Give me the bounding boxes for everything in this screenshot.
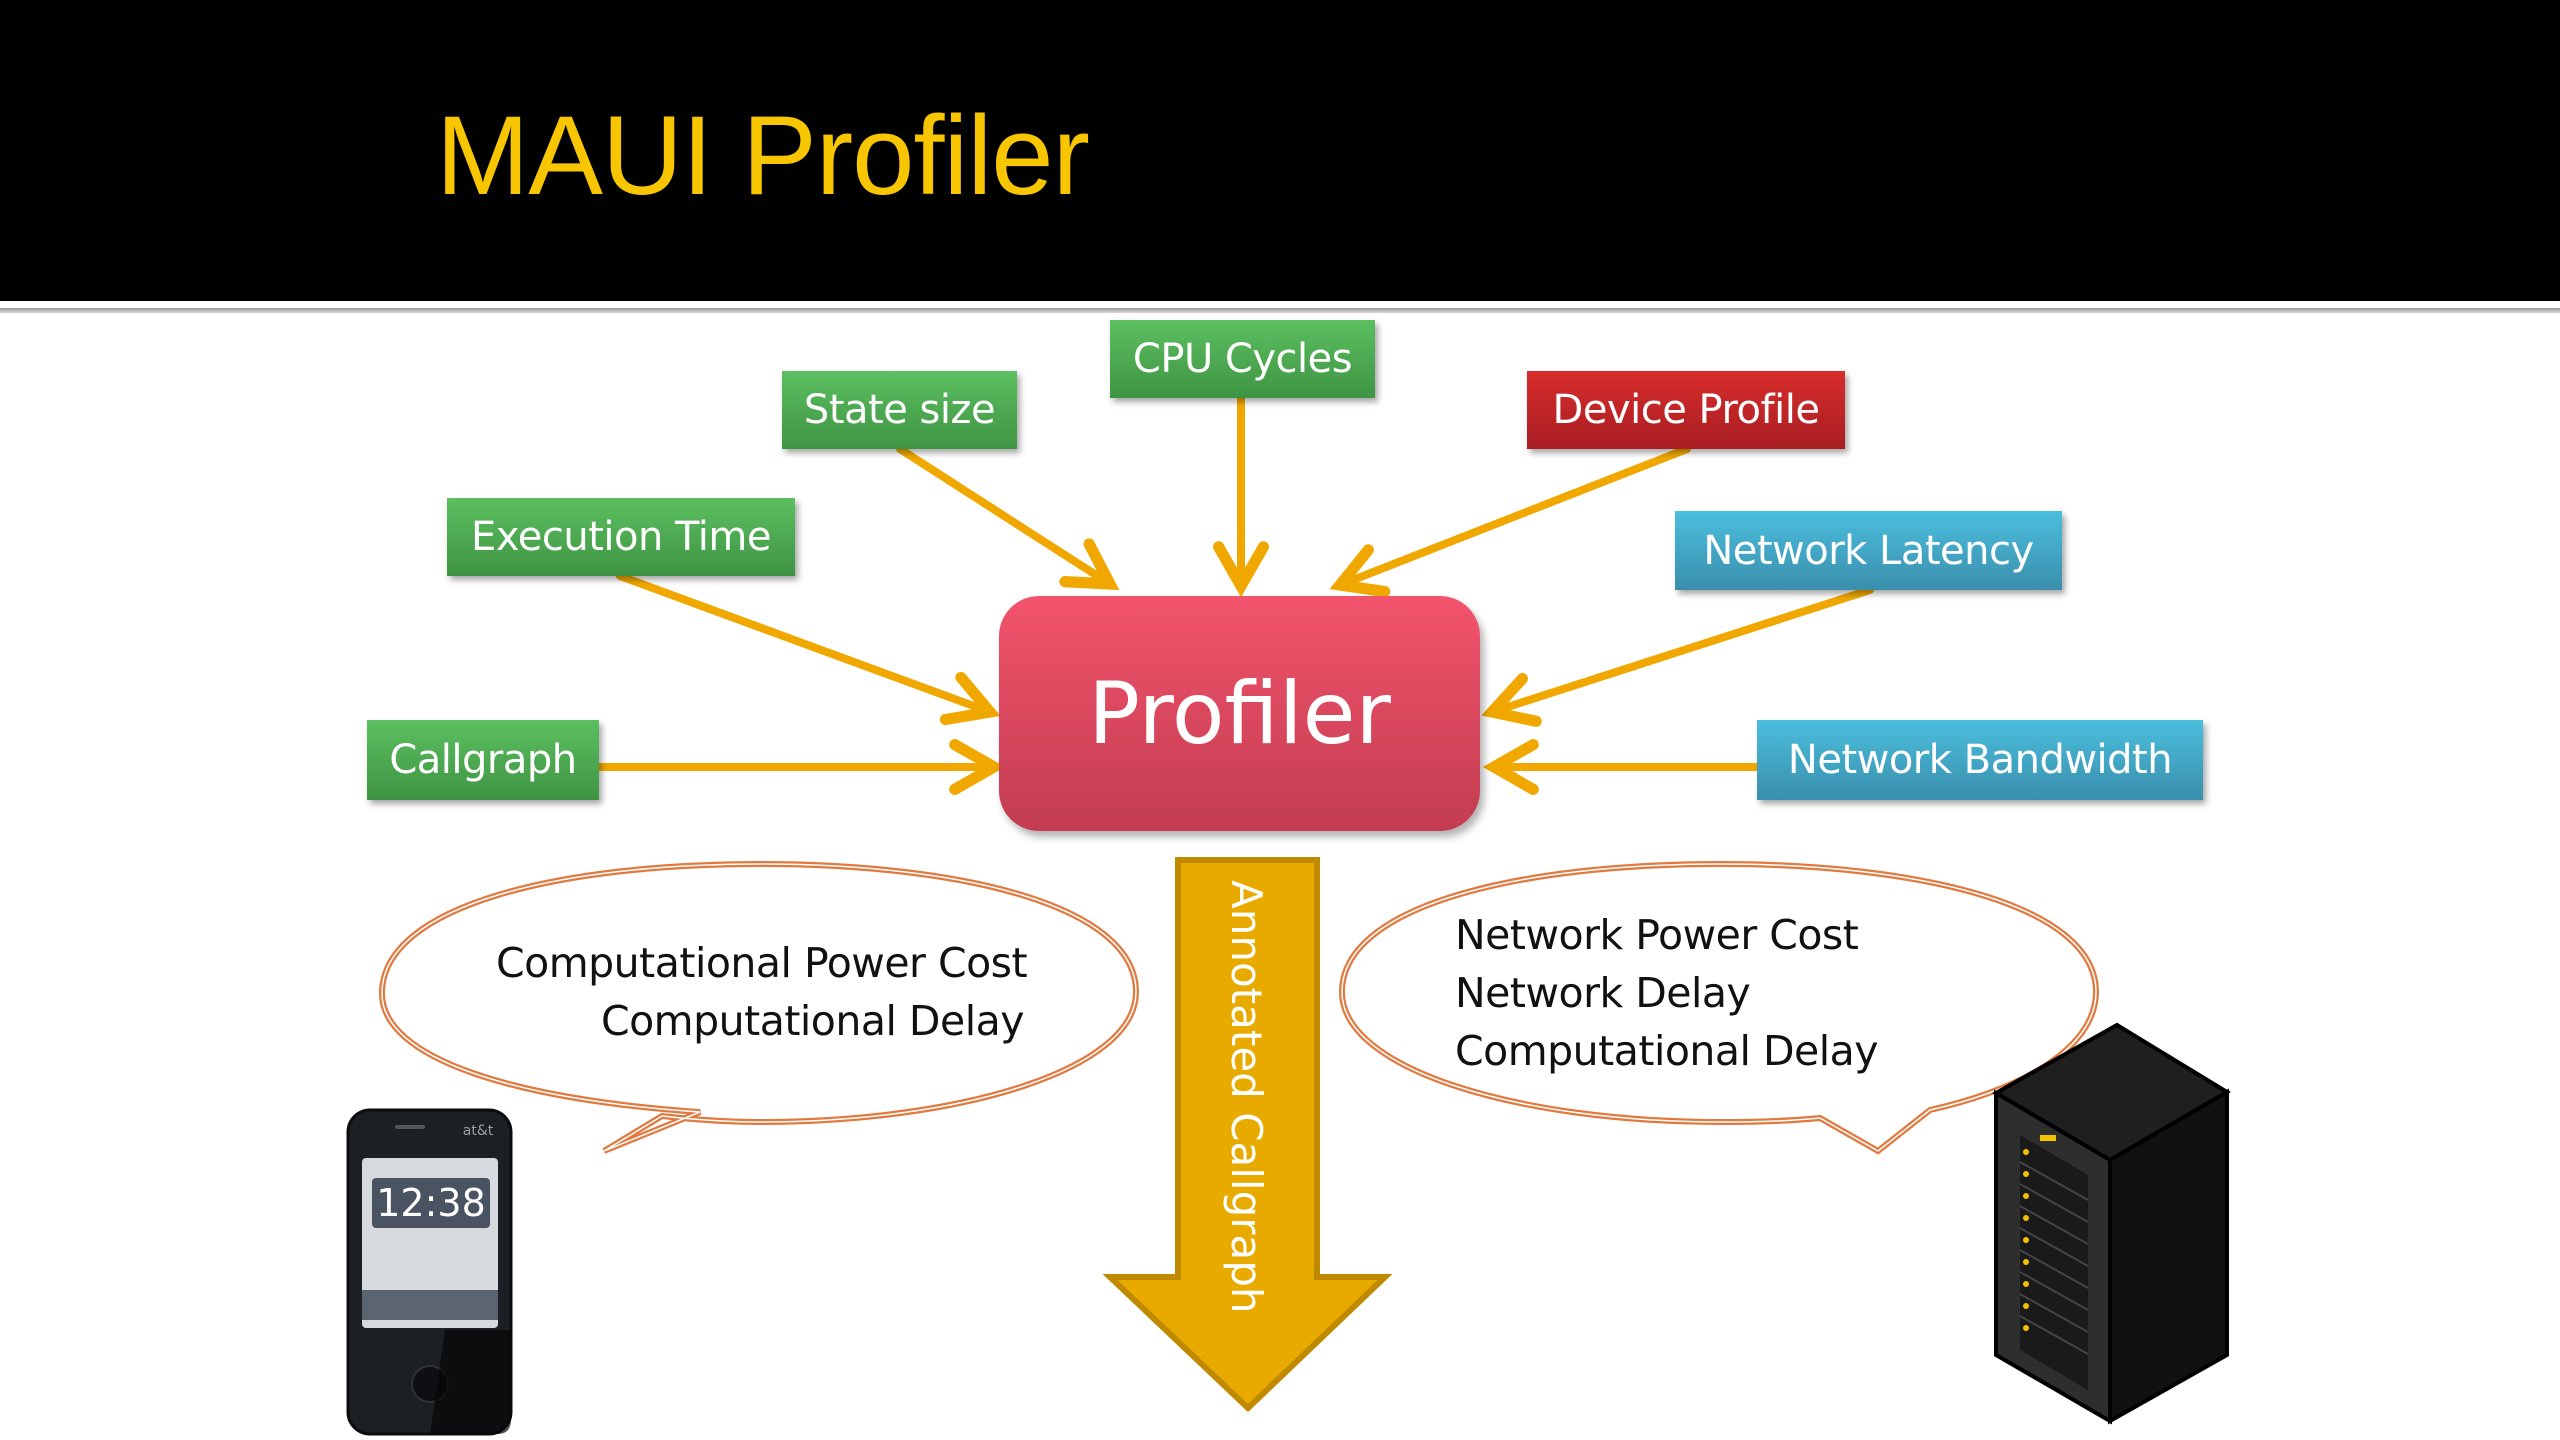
connectors [595,394,1874,767]
mobile-phone-icon: 12:38 at&t [346,1108,513,1436]
annotated-callgraph-label: Annotated Callgraph [1222,880,1271,1314]
header-divider [0,308,2560,313]
left-bubble-line: Computational Delay [600,997,1025,1045]
input-cpu-cycles-label: CPU Cycles [1132,336,1353,382]
input-network-bandwidth: Network Bandwidth [1757,720,2203,800]
input-callgraph-label: Callgraph [389,737,577,783]
input-network-latency: Network Latency [1675,511,2062,590]
left-speech-bubble [378,860,1140,1154]
title-bar [0,0,2560,301]
right-bubble-text: Network Power Cost Network Delay Computa… [1455,906,1879,1080]
input-cpu-cycles: CPU Cycles [1110,320,1375,398]
right-bubble-line: Computational Delay [1455,1027,1879,1075]
connector-state-size [896,445,1110,584]
phone-clock: 12:38 [376,1181,486,1225]
profiler-node-label: Profiler [1088,663,1391,764]
input-callgraph: Callgraph [367,720,599,800]
connector-network-latency [1492,586,1874,712]
right-bubble-line: Network Power Cost [1455,911,1859,959]
right-speech-bubble [1338,860,2100,1155]
input-state-size-label: State size [803,387,996,433]
profiler-node: Profiler [999,596,1480,831]
input-network-latency-label: Network Latency [1703,527,2034,574]
input-state-size: State size [782,371,1017,449]
connector-device-profile [1340,445,1691,585]
left-bubble-text: Computational Power Cost Computational D… [496,934,1028,1050]
connector-execution-time [616,572,990,712]
input-device-profile-label: Device Profile [1552,387,1820,433]
annotated-callgraph-arrow [1102,857,1393,1413]
input-execution-time: Execution Time [447,498,795,576]
input-execution-time-label: Execution Time [471,514,771,560]
input-network-bandwidth-label: Network Bandwidth [1787,737,2173,783]
right-bubble-line: Network Delay [1455,969,1751,1017]
slide-title: MAUI Profiler [436,93,1090,218]
server-rack-icon [1991,1022,2231,1425]
phone-carrier: at&t [463,1123,494,1139]
left-bubble-line: Computational Power Cost [496,939,1028,987]
input-device-profile: Device Profile [1527,371,1845,449]
